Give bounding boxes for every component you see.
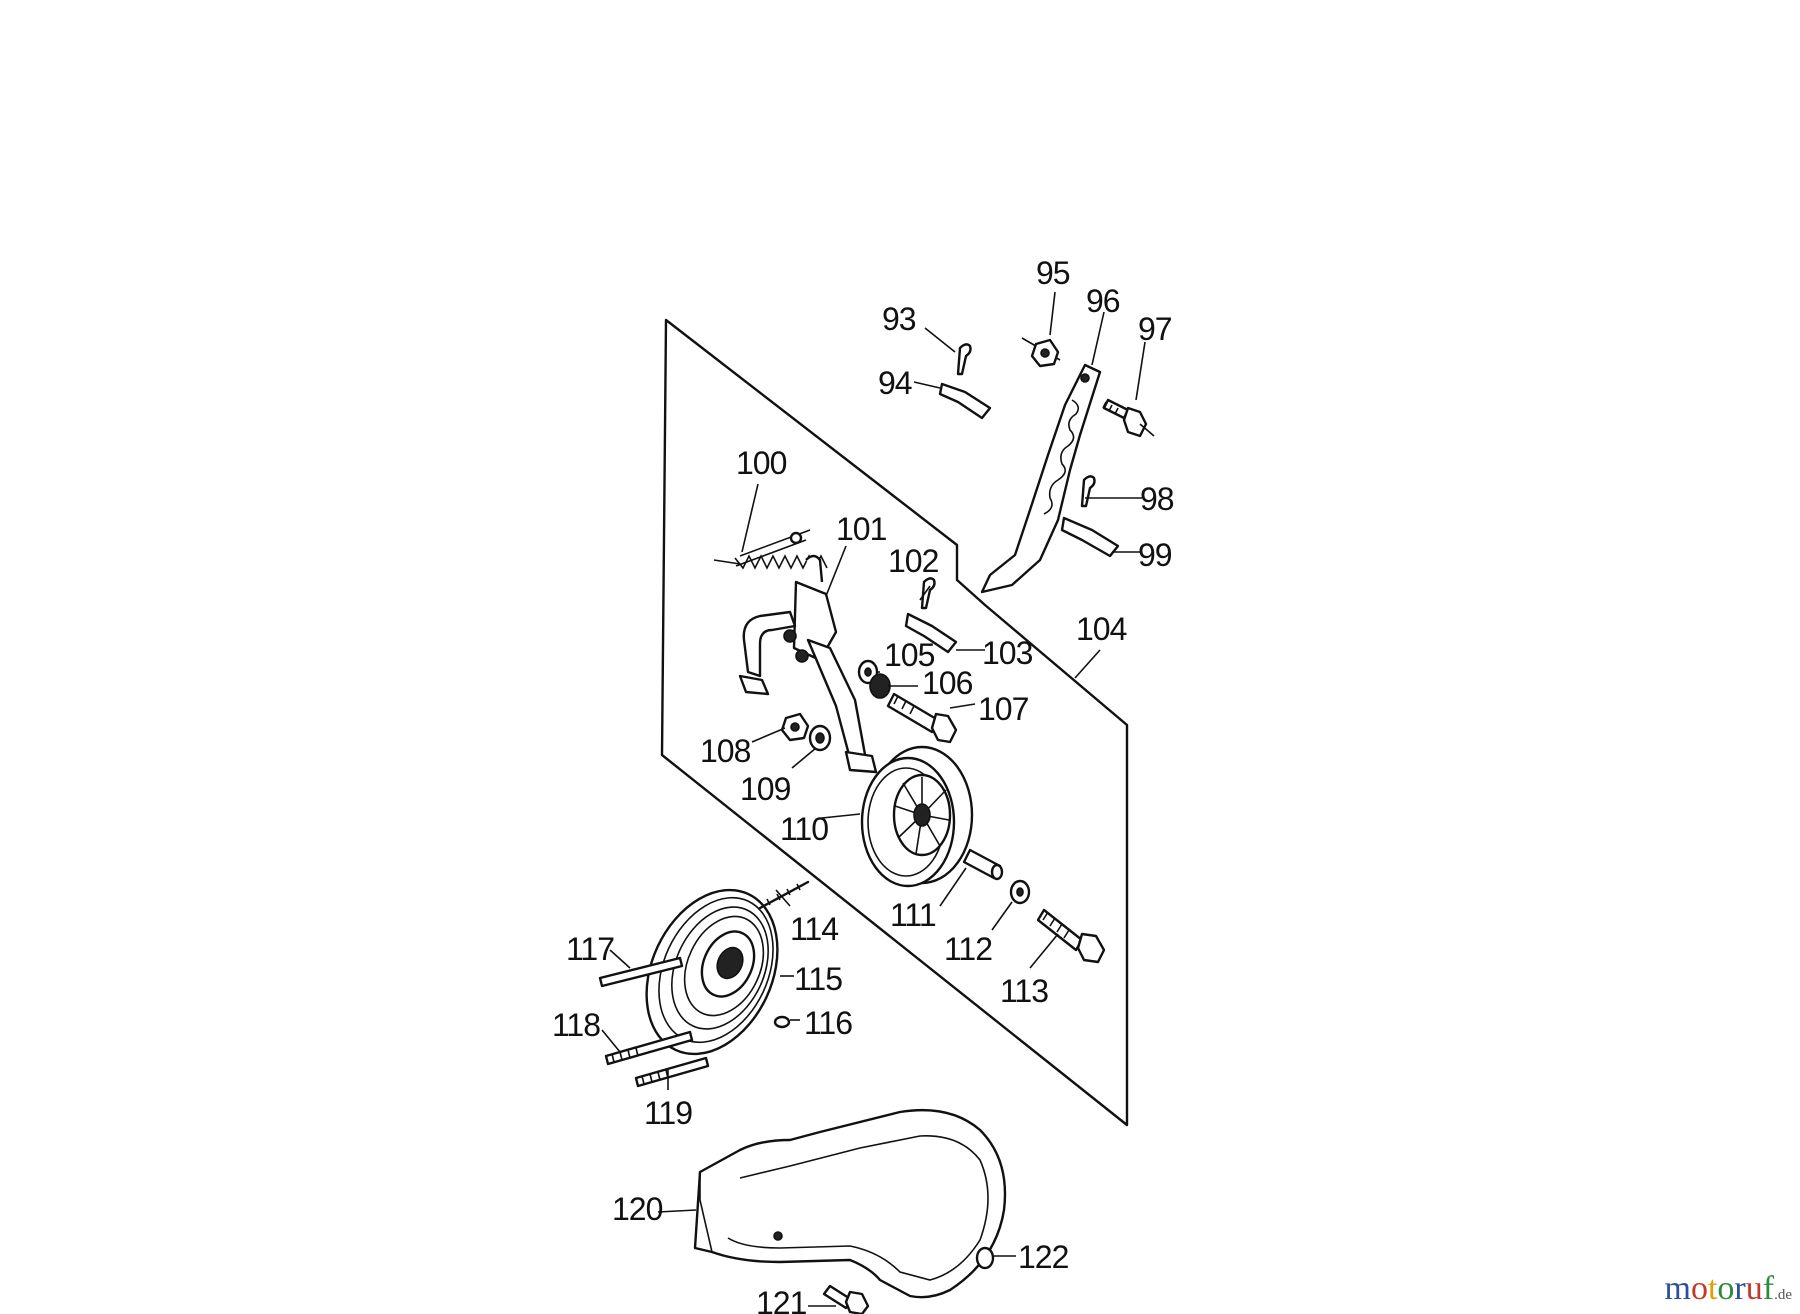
callout-100: 100 bbox=[736, 445, 787, 481]
spring-clip bbox=[1060, 516, 1120, 558]
washer bbox=[1009, 879, 1031, 905]
washer bbox=[857, 659, 879, 685]
pulley bbox=[645, 888, 779, 1056]
bolt bbox=[604, 1030, 694, 1066]
callout-118: 118 bbox=[552, 1007, 600, 1043]
callout-116: 116 bbox=[804, 1005, 852, 1041]
wheel bbox=[860, 745, 974, 888]
watermark-letter: o bbox=[1717, 1270, 1735, 1307]
spring-clip bbox=[938, 382, 992, 420]
spring-clip bbox=[904, 612, 958, 654]
callout-102: 102 bbox=[888, 543, 939, 579]
callout-97: 97 bbox=[1138, 311, 1172, 347]
watermark-domain: .de bbox=[1774, 1287, 1792, 1303]
screw bbox=[773, 1231, 870, 1314]
callout-106: 106 bbox=[922, 665, 973, 701]
callout-110: 110 bbox=[780, 811, 828, 847]
drive-rod bbox=[758, 880, 810, 910]
callout-105: 105 bbox=[884, 637, 935, 673]
watermark-logo: motoruf.de bbox=[1665, 1270, 1792, 1308]
callout-93: 93 bbox=[882, 301, 916, 337]
callout-121: 121 bbox=[756, 1285, 807, 1314]
nut bbox=[780, 712, 810, 742]
cotter-pin bbox=[956, 343, 972, 376]
callout-95: 95 bbox=[1036, 255, 1070, 291]
callout-107: 107 bbox=[978, 691, 1029, 727]
callout-99: 99 bbox=[1138, 537, 1172, 573]
nut bbox=[869, 673, 891, 699]
callout-103: 103 bbox=[982, 635, 1033, 671]
watermark-letter: u bbox=[1745, 1270, 1763, 1307]
watermark-letter: f bbox=[1762, 1270, 1775, 1307]
callout-122: 122 bbox=[1018, 1239, 1069, 1275]
callout-98: 98 bbox=[1140, 481, 1174, 517]
spacer-tube bbox=[962, 848, 1004, 881]
key bbox=[773, 1015, 791, 1029]
adjustment-bracket bbox=[980, 363, 1102, 594]
wheel-bolt bbox=[1036, 908, 1106, 964]
bolt bbox=[1102, 398, 1155, 438]
callout-104: 104 bbox=[1076, 611, 1127, 647]
callout-94: 94 bbox=[878, 365, 912, 401]
watermark-letter: t bbox=[1707, 1270, 1718, 1307]
washer bbox=[808, 724, 832, 752]
watermark-letter: m bbox=[1664, 1270, 1691, 1307]
callout-115: 115 bbox=[794, 961, 842, 997]
bolt bbox=[598, 956, 684, 988]
watermark-letter: r bbox=[1734, 1270, 1746, 1307]
watermark-brand: motoruf bbox=[1665, 1270, 1775, 1307]
wheel-arm bbox=[738, 554, 878, 774]
watermark-letter: o bbox=[1690, 1270, 1708, 1307]
callout-101: 101 bbox=[836, 511, 887, 547]
nut bbox=[1021, 337, 1061, 368]
grommet bbox=[975, 1246, 995, 1270]
callout-117: 117 bbox=[566, 931, 614, 967]
axle-bolt bbox=[886, 692, 958, 744]
belt-cover bbox=[693, 1108, 1007, 1299]
bolt bbox=[634, 1056, 710, 1088]
callout-108: 108 bbox=[700, 733, 751, 769]
mounting-plate bbox=[660, 318, 1129, 1127]
callout-labels: 93 94 95 96 97 98 99 100 101 102 103 104… bbox=[552, 255, 1175, 1314]
cotter-pin bbox=[920, 577, 936, 610]
callout-111: 111 bbox=[890, 897, 936, 933]
callout-109: 109 bbox=[740, 771, 791, 807]
callout-119: 119 bbox=[644, 1095, 692, 1131]
callout-120: 120 bbox=[612, 1191, 663, 1227]
callout-113: 113 bbox=[1000, 973, 1048, 1009]
callout-114: 114 bbox=[790, 911, 838, 947]
cotter-pin bbox=[1080, 475, 1096, 508]
callout-112: 112 bbox=[944, 931, 992, 967]
leader-lines bbox=[601, 291, 1146, 1307]
callout-96: 96 bbox=[1086, 283, 1120, 319]
